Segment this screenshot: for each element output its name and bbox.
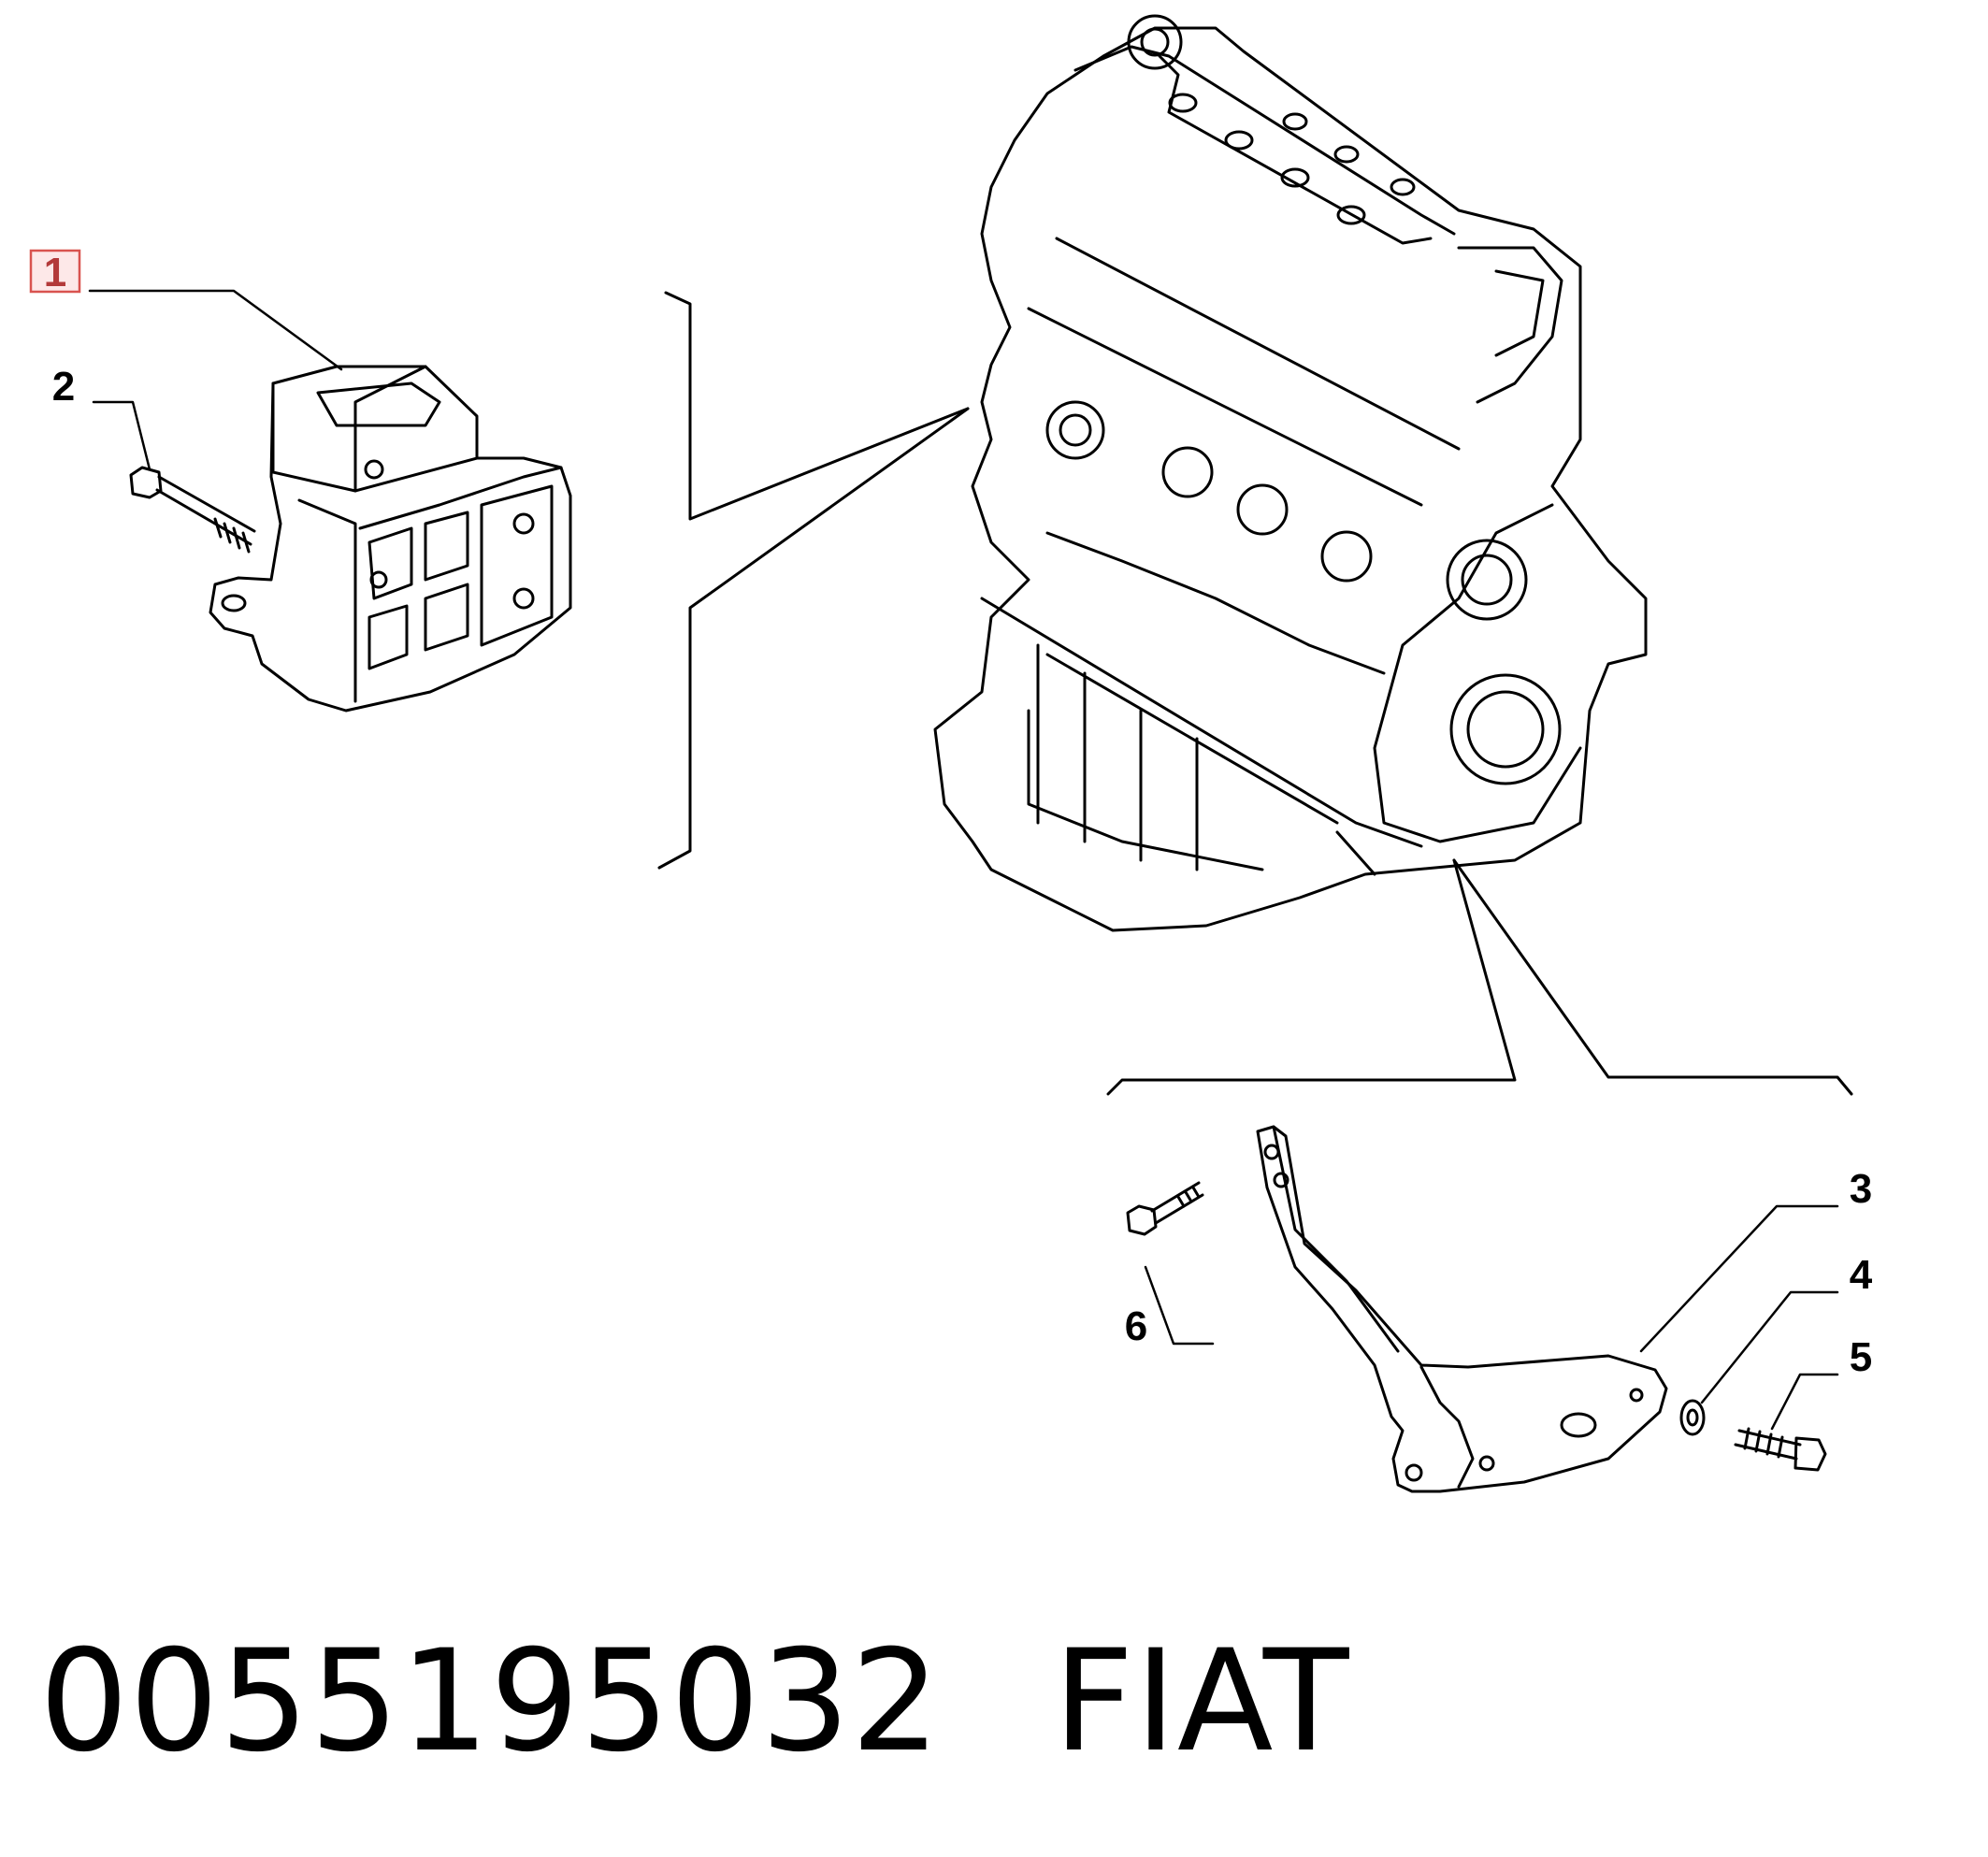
- leader-lines: [88, 289, 1839, 1431]
- bottom-bracket-connector: [1106, 858, 1853, 1096]
- support-bracket-illustration: [1256, 1125, 1668, 1493]
- washer-illustration: [1679, 1399, 1706, 1436]
- bolt-6-illustration: [1126, 1181, 1204, 1236]
- callout-1-label[interactable]: 1: [44, 250, 66, 295]
- engine-block-illustration: [933, 14, 1648, 932]
- callout-labels: 1 2 3 4 5 6: [29, 249, 1873, 1380]
- callout-6-label[interactable]: 6: [1125, 1303, 1147, 1349]
- engine-mount-illustration: [209, 365, 572, 713]
- callout-2-label[interactable]: 2: [52, 364, 75, 410]
- brand-name: FIAT: [1053, 1620, 1350, 1783]
- callout-1-highlight-box[interactable]: [29, 249, 81, 294]
- bolt-illustration: [129, 466, 256, 554]
- callout-3-label[interactable]: 3: [1850, 1166, 1872, 1212]
- callout-5-label[interactable]: 5: [1850, 1334, 1872, 1380]
- bolt-5-illustration: [1734, 1427, 1827, 1472]
- part-number: 0055195032: [39, 1620, 942, 1783]
- callout-4-label[interactable]: 4: [1850, 1252, 1873, 1298]
- left-bracket-connector: [657, 291, 970, 870]
